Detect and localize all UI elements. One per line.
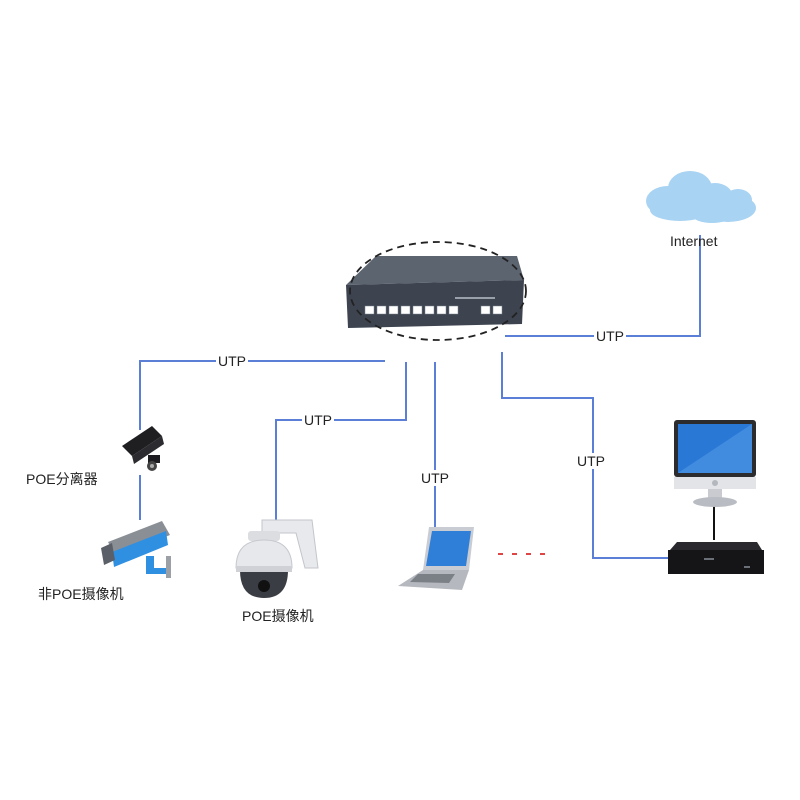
non-poe-camera-label: 非POE摄像机 — [38, 586, 124, 602]
dome-camera-icon — [235, 519, 319, 598]
internet-label: Internet — [670, 233, 718, 249]
laptop-icon — [398, 527, 474, 590]
poe-splitter-icon — [122, 426, 164, 471]
monitor-icon — [674, 420, 756, 507]
cloud-icon — [646, 171, 756, 223]
link-label-internet: UTP — [594, 328, 626, 344]
link-label-laptop: UTP — [419, 470, 451, 486]
poe-camera-label: POE摄像机 — [242, 608, 314, 624]
poe-switch-icon — [346, 256, 524, 328]
link-switch-splitter — [139, 360, 385, 430]
link-label-poe-camera: UTP — [302, 412, 334, 428]
link-switch-internet — [505, 235, 701, 337]
switch-highlight-ring — [349, 241, 527, 341]
link-switch-nvr — [501, 352, 668, 559]
link-label-nvr: UTP — [575, 453, 607, 469]
nvr-icon — [668, 542, 764, 574]
bullet-camera-icon — [101, 521, 171, 578]
link-switch-poe-camera — [275, 362, 407, 520]
more-devices-dots — [498, 553, 545, 555]
poe-splitter-label: POE分离器 — [26, 471, 98, 487]
link-label-splitter: UTP — [216, 353, 248, 369]
